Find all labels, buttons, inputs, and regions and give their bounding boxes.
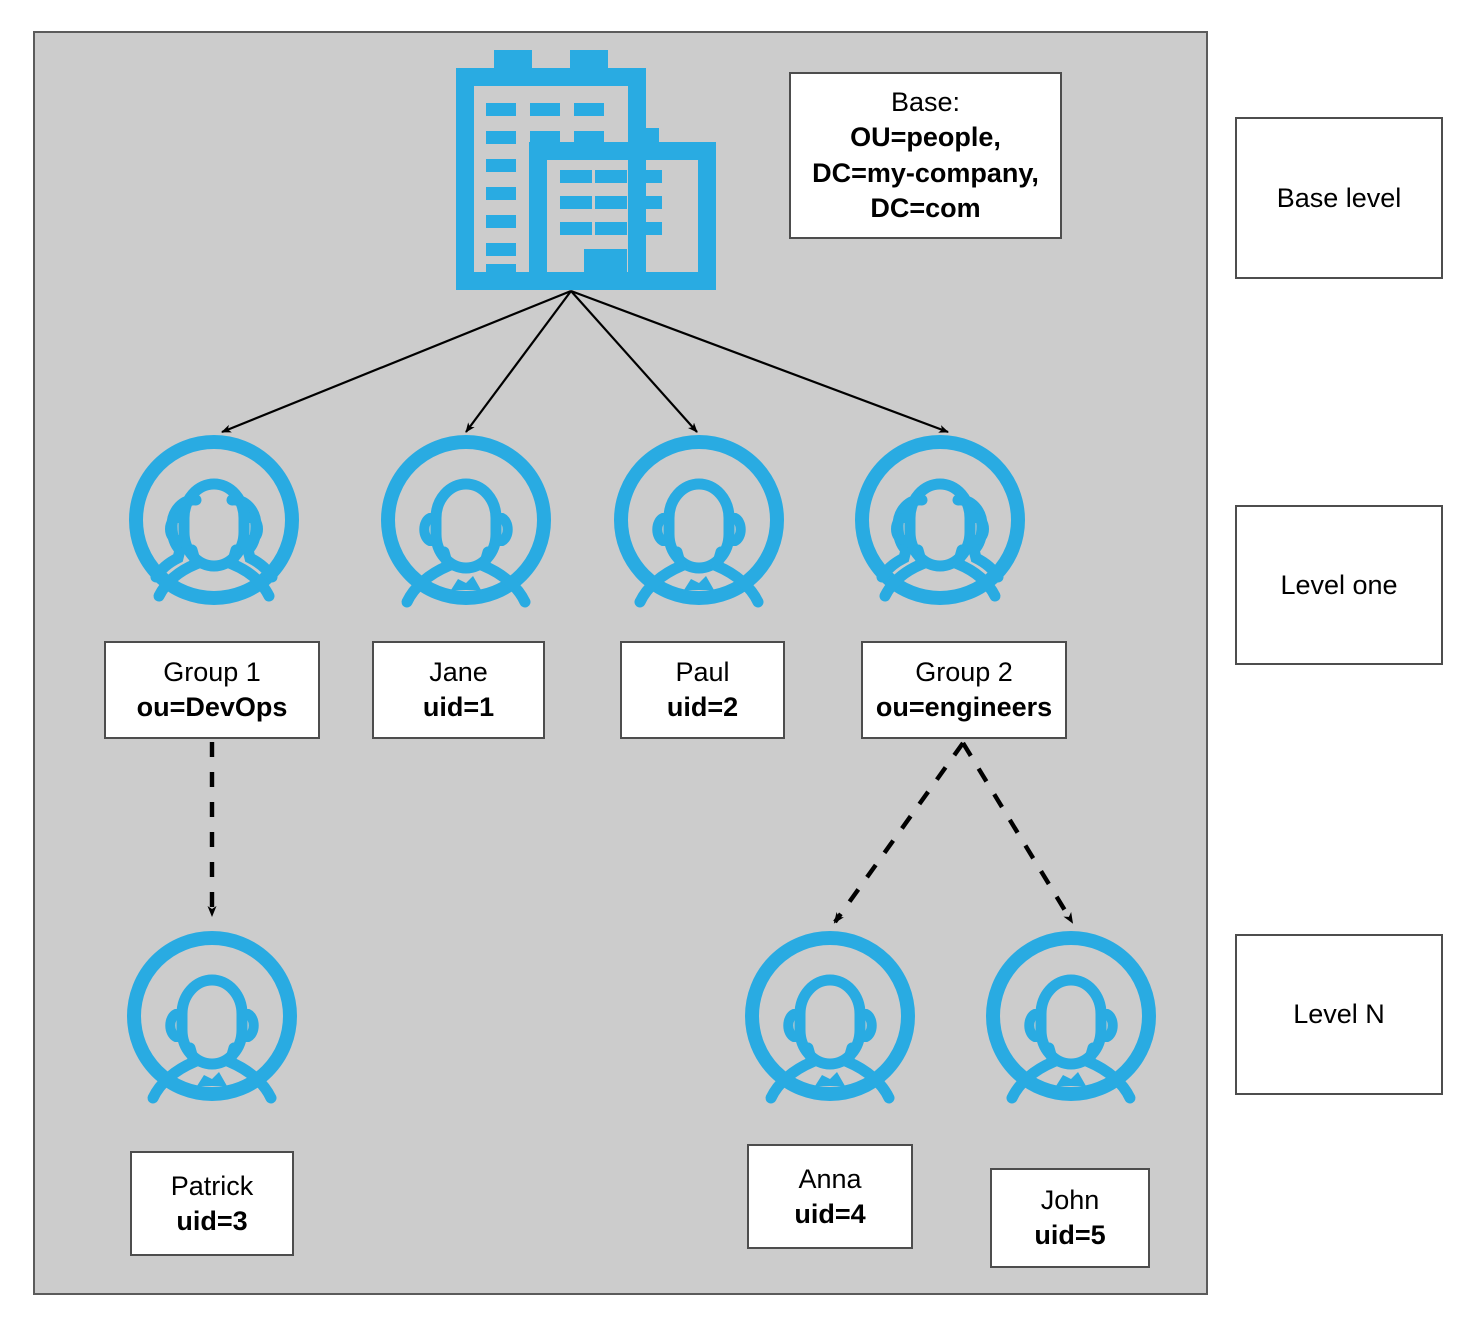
node-title: Patrick (170, 1170, 254, 1201)
base-line-1: OU=people, (850, 122, 1001, 153)
base-annotation-box: Base: OU=people, DC=my-company, DC=com (789, 72, 1062, 239)
node-dn: uid=5 (1034, 1220, 1106, 1250)
legend-label: Level N (1293, 999, 1385, 1029)
node-dn: ou=DevOps (136, 692, 288, 722)
node-label-patrick[interactable]: Patrick uid=3 (130, 1151, 294, 1256)
node-title: Group 2 (915, 657, 1013, 688)
node-title: Jane (429, 657, 488, 688)
node-title: Anna (798, 1163, 862, 1194)
node-label-jane[interactable]: Jane uid=1 (372, 641, 545, 739)
legend-base-level: Base level (1235, 117, 1443, 279)
node-dn: uid=2 (666, 692, 739, 722)
base-caption: Base: (890, 87, 961, 118)
node-dn: uid=1 (422, 692, 495, 722)
node-dn: uid=4 (794, 1198, 866, 1229)
legend-level-n: Level N (1235, 934, 1443, 1095)
legend-label: Base level (1276, 182, 1402, 213)
node-title: Paul (675, 657, 730, 688)
node-dn: ou=engineers (875, 692, 1053, 722)
legend-label: Level one (1280, 569, 1398, 600)
node-title: John (1040, 1185, 1100, 1216)
node-label-paul[interactable]: Paul uid=2 (620, 641, 785, 739)
node-label-group1[interactable]: Group 1 ou=DevOps (104, 641, 320, 739)
base-line-2: DC=my-company, (812, 157, 1039, 188)
node-dn: uid=3 (176, 1205, 248, 1236)
node-label-john[interactable]: John uid=5 (990, 1168, 1150, 1268)
node-label-anna[interactable]: Anna uid=4 (747, 1144, 913, 1249)
node-title: Group 1 (163, 657, 261, 688)
base-line-3: DC=com (870, 192, 981, 223)
node-label-group2[interactable]: Group 2 ou=engineers (861, 641, 1067, 739)
legend-level-one: Level one (1235, 505, 1443, 665)
